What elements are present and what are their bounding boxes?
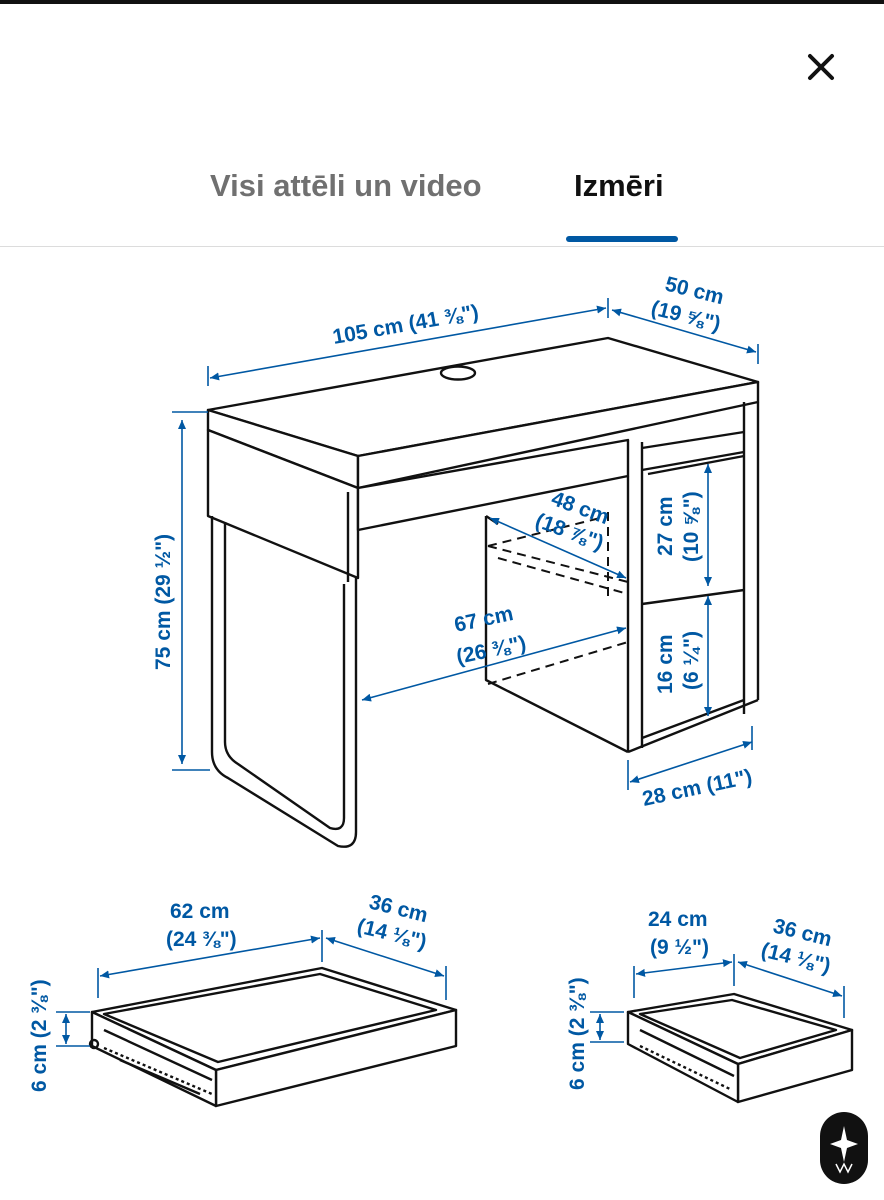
drawer-large-height-label: 6 cm (2 ⅜")	[28, 979, 51, 1092]
watermark-badge	[820, 1112, 868, 1184]
desk-height-label: 75 cm (29 ½")	[152, 534, 175, 670]
shelf-lower-cm-label: 16 cm	[654, 634, 677, 694]
tab-bar: Visi attēli un video Izmēri	[0, 150, 884, 247]
drawer-small-illustration	[626, 992, 854, 1104]
drawer-large-illustration	[88, 966, 458, 1108]
knee-width-cm-label: 67 cm	[452, 602, 515, 637]
drawer-small-dimension-lines	[590, 954, 845, 1043]
top-edge	[0, 0, 884, 4]
star-icon	[830, 1126, 858, 1174]
drawer-large-dimension-lines	[56, 930, 447, 1047]
active-tab-indicator	[566, 236, 678, 242]
tab-all-images-video[interactable]: Visi attēli un video	[210, 168, 482, 203]
cabinet-depth-label: 28 cm (11")	[640, 765, 754, 811]
desk-width-label: 105 cm (41 ⅜")	[331, 301, 480, 349]
drawer-large-width-cm-label: 62 cm	[170, 900, 230, 923]
knee-width-in-label: (26 ⅜")	[454, 632, 528, 669]
shelf-lower-in-label: (6 ¼")	[680, 631, 703, 690]
drawer-large-width-in-label: (24 ⅜")	[166, 928, 237, 951]
desk-illustration	[206, 336, 760, 848]
drawer-small-width-in-label: (9 ½")	[650, 936, 709, 959]
shelf-upper-in-label: (10 ⅝")	[680, 491, 703, 562]
close-icon	[808, 54, 834, 80]
dimension-drawing: 105 cm (41 ⅜") 50 cm (19 ⅝") 75 cm (29 ½…	[28, 273, 854, 1108]
desk-dimension-lines	[172, 298, 759, 790]
drawer-small-height-label: 6 cm (2 ⅜")	[566, 977, 589, 1090]
tab-dimensions[interactable]: Izmēri	[574, 168, 664, 203]
close-button[interactable]	[800, 46, 842, 88]
shelf-upper-cm-label: 27 cm	[654, 496, 677, 556]
drawer-small-width-cm-label: 24 cm	[648, 908, 708, 931]
